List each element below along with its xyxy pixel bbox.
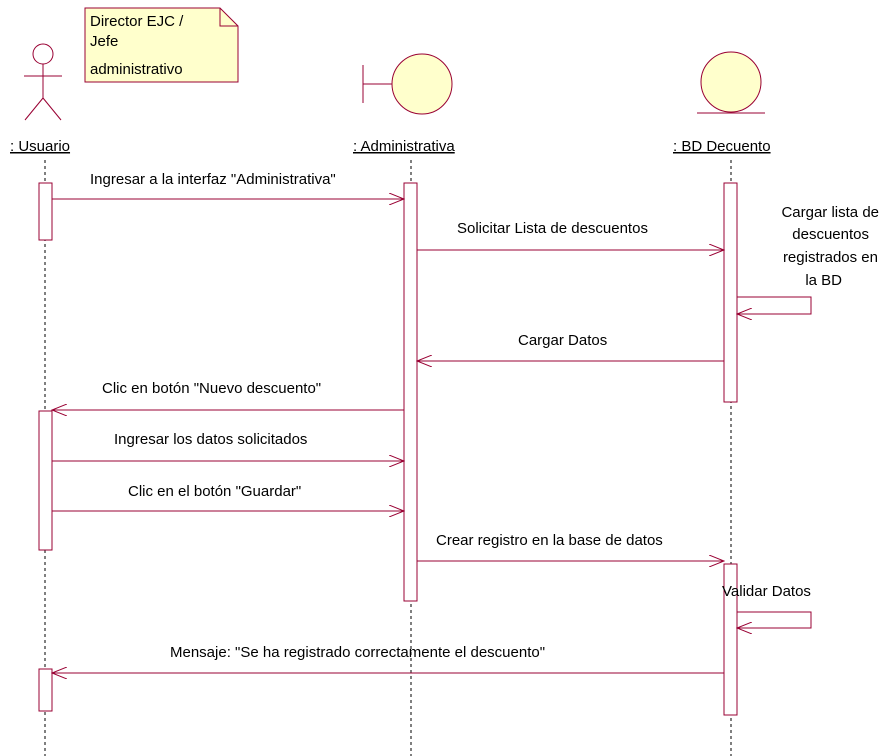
message-10: Mensaje: "Se ha registrado correctamente… [52, 644, 724, 673]
message-1: Ingresar a la interfaz "Administrativa" [52, 171, 404, 199]
lifelines [44, 160, 732, 756]
message-9-self: Validar Datos [722, 583, 812, 628]
message-8: Crear registro en la base de datos [417, 532, 724, 561]
message-3-label-line-1: Cargar lista de [781, 204, 879, 221]
message-7-label: Clic en el botón "Guardar" [128, 483, 301, 500]
message-9-label: Validar Datos [722, 583, 811, 600]
note-line-3: administrativo [90, 61, 183, 78]
message-8-label: Crear registro en la base de datos [436, 532, 663, 549]
message-10-label: Mensaje: "Se ha registrado correctamente… [170, 644, 545, 661]
activation-bd-1 [723, 182, 738, 403]
message-5-label: Clic en botón "Nuevo descuento" [102, 380, 321, 397]
activation-usuario-3 [38, 668, 53, 712]
message-4-label: Cargar Datos [518, 332, 607, 349]
note: Director EJC / Jefe administrativo [84, 7, 239, 83]
note-line-1: Director EJC / [90, 13, 184, 30]
message-3-self: Cargar lista de descuentos registrados e… [737, 204, 879, 314]
activation-bd-2 [723, 563, 738, 716]
activation-usuario-2 [38, 410, 53, 551]
message-3-label-line-3: registrados en [783, 249, 878, 266]
message-4: Cargar Datos [417, 332, 724, 361]
message-3-label-line-4: la BD [805, 272, 842, 289]
note-line-2: Jefe [90, 33, 118, 50]
message-7: Clic en el botón "Guardar" [52, 483, 404, 511]
entity-icon [697, 51, 765, 114]
message-6: Ingresar los datos solicitados [52, 431, 404, 461]
message-2: Solicitar Lista de descuentos [417, 220, 724, 250]
activation-administrativa [403, 182, 418, 602]
message-5: Clic en botón "Nuevo descuento" [52, 380, 404, 410]
message-6-label: Ingresar los datos solicitados [114, 431, 307, 448]
object-label-bd-decuento: : BD Decuento [673, 138, 771, 155]
boundary-icon [362, 53, 453, 115]
message-2-label: Solicitar Lista de descuentos [457, 220, 648, 237]
message-1-label: Ingresar a la interfaz "Administrativa" [90, 171, 336, 188]
message-3-label-line-2: descuentos [792, 226, 869, 243]
activation-bars [38, 182, 738, 716]
activation-usuario-1 [38, 182, 53, 241]
object-label-usuario: : Usuario [10, 138, 70, 155]
object-label-administrativa: : Administrativa [353, 138, 455, 155]
actor-icon [24, 43, 62, 121]
